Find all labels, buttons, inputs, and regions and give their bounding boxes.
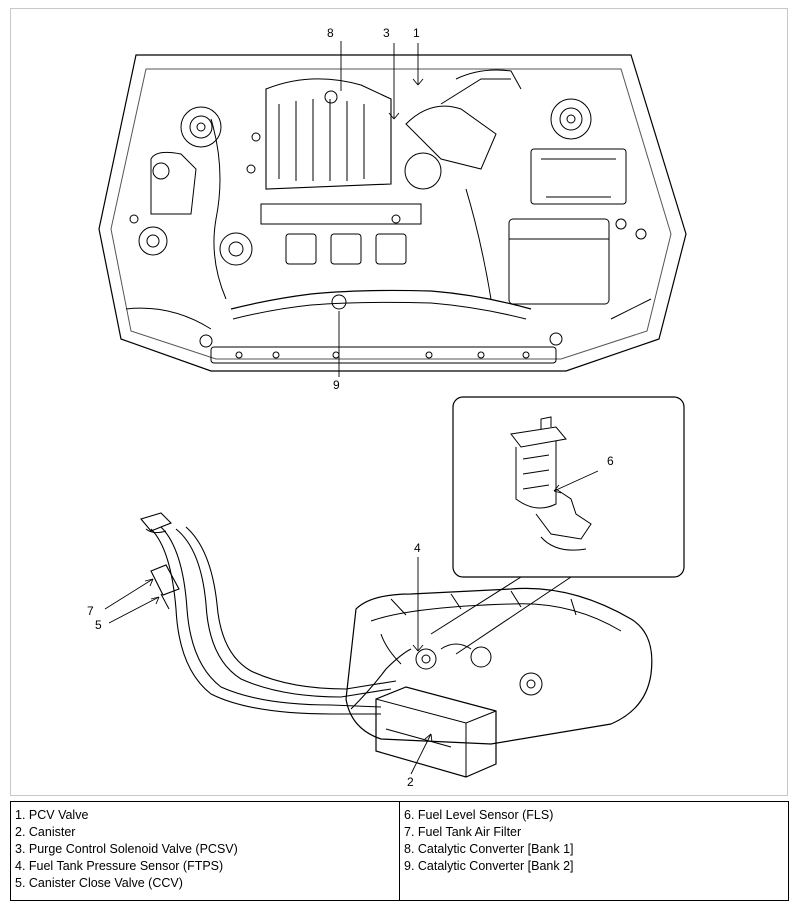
legend-item: 6. Fuel Level Sensor (FLS): [404, 808, 554, 822]
diagram-drawing: [98, 41, 687, 778]
canister-illustration: [375, 686, 497, 778]
callout-8: 8: [327, 26, 334, 40]
legend-item: 3. Purge Control Solenoid Valve (PCSV): [15, 842, 238, 856]
leader-lines: [104, 41, 599, 775]
legend-item: 1. PCV Valve: [15, 808, 89, 822]
legend-item: 4. Fuel Tank Pressure Sensor (FTPS): [15, 859, 224, 873]
fuel-level-sensor-inset: [452, 396, 685, 578]
legend-item: 9. Catalytic Converter [Bank 2]: [404, 859, 574, 873]
engine-bay-illustration: [98, 54, 687, 372]
legend-item: 5. Canister Close Valve (CCV): [15, 876, 183, 890]
callout-5: 5: [95, 618, 102, 632]
component-location-figure: 1 2 3 4 5 6 7 8 9: [10, 8, 788, 796]
callout-2: 2: [407, 775, 414, 789]
fuel-lines: [150, 526, 412, 715]
callout-1: 1: [413, 26, 420, 40]
legend-item: 2. Canister: [15, 825, 76, 839]
legend-item: 8. Catalytic Converter [Bank 1]: [404, 842, 574, 856]
callout-7: 7: [87, 604, 94, 618]
callout-3: 3: [383, 26, 390, 40]
legend-column-left: 1. PCV Valve 2. Canister 3. Purge Contro…: [10, 801, 400, 901]
callout-9: 9: [333, 378, 340, 392]
legend-column-right: 6. Fuel Level Sensor (FLS) 7. Fuel Tank …: [399, 801, 789, 901]
legend-table: 1. PCV Valve 2. Canister 3. Purge Contro…: [10, 801, 789, 901]
fuel-tank-illustration: [345, 587, 653, 745]
callout-4: 4: [414, 541, 421, 555]
callout-6: 6: [607, 454, 614, 468]
legend-item: 7. Fuel Tank Air Filter: [404, 825, 522, 839]
